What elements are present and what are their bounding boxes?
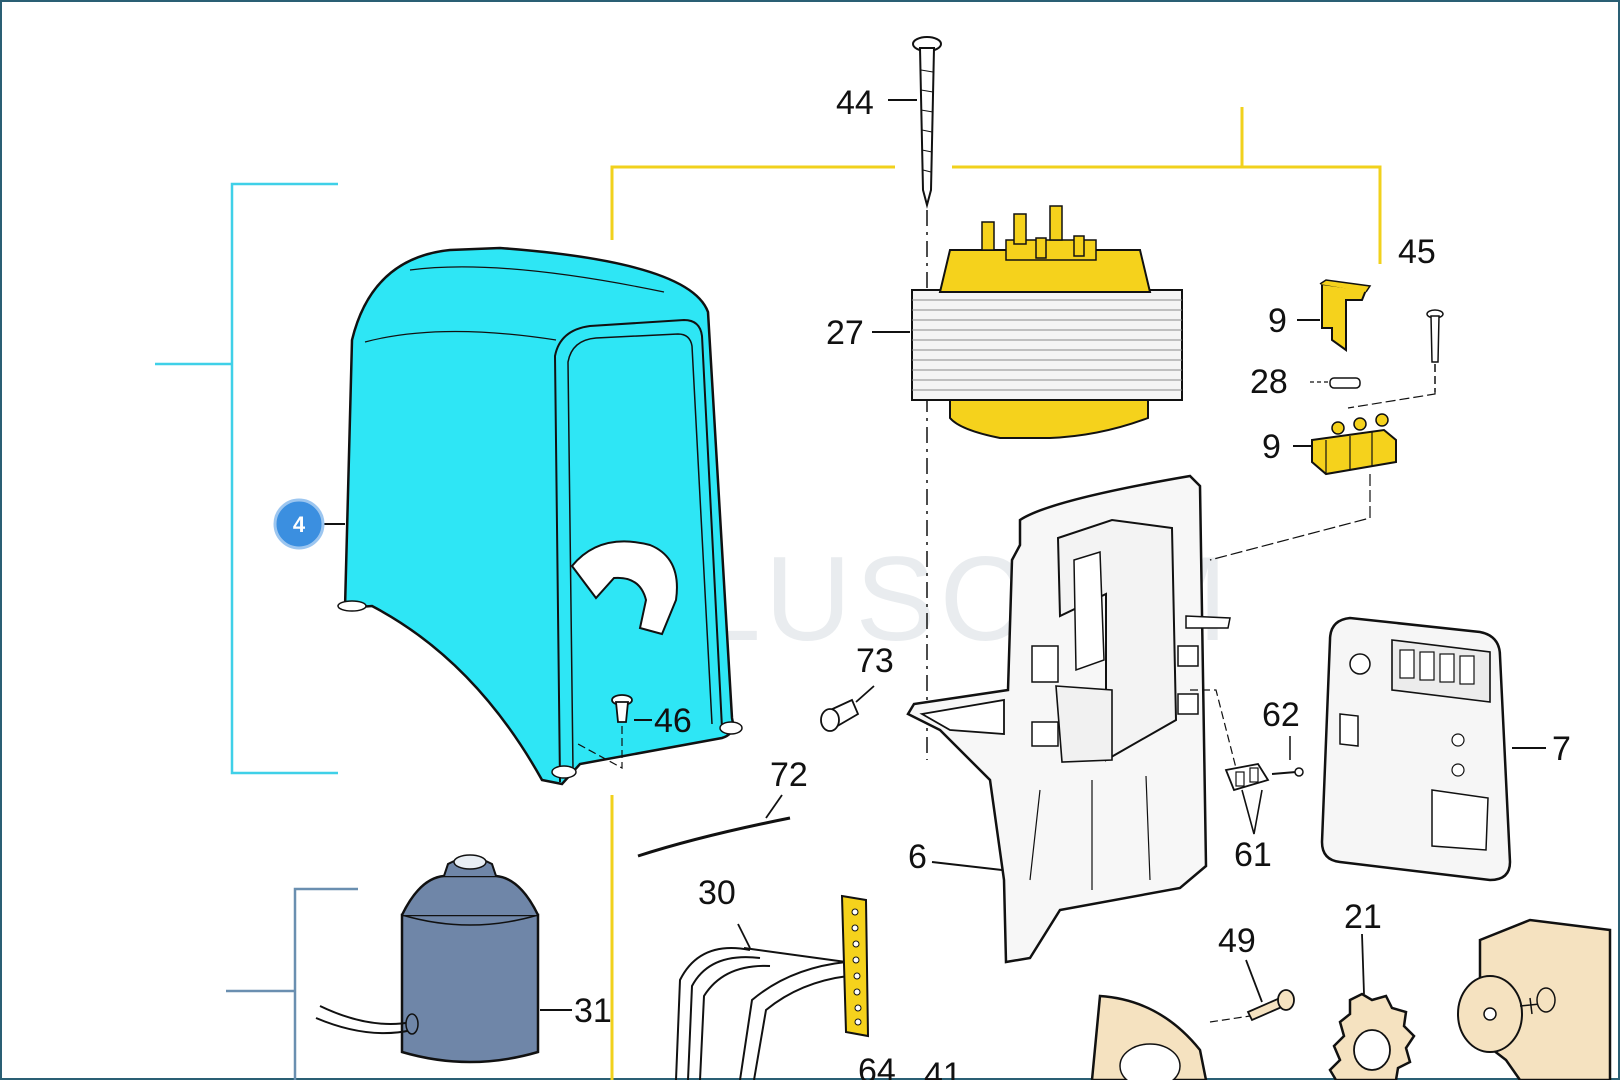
label-44[interactable]: 44 xyxy=(836,84,874,122)
wire-72[interactable] xyxy=(637,816,791,861)
motor-31[interactable] xyxy=(315,854,540,1064)
bracket-6[interactable] xyxy=(906,474,1231,964)
plug-73[interactable] xyxy=(820,698,860,732)
steel-group-bracket xyxy=(226,887,358,1080)
label-21[interactable]: 21 xyxy=(1344,898,1382,936)
label-7[interactable]: 7 xyxy=(1552,730,1571,768)
label-30[interactable]: 30 xyxy=(698,874,736,912)
label-28[interactable]: 28 xyxy=(1250,363,1288,401)
control-board-7[interactable] xyxy=(1320,616,1512,882)
leader-73 xyxy=(855,685,875,703)
label-45[interactable]: 45 xyxy=(1398,233,1436,271)
label-49[interactable]: 49 xyxy=(1218,922,1256,960)
wire-harness-30[interactable] xyxy=(675,947,849,1080)
badge-label: 4 xyxy=(293,512,306,537)
terminal-strip-64[interactable] xyxy=(840,894,870,1038)
yellow-group-bracket xyxy=(610,107,1382,1080)
leader-6 xyxy=(931,861,1003,871)
gear-housing-right[interactable] xyxy=(1457,918,1612,1080)
label-73[interactable]: 73 xyxy=(856,642,894,680)
leader-49 xyxy=(1245,959,1263,1003)
label-64[interactable]: 64 xyxy=(858,1052,896,1080)
fuse-28[interactable] xyxy=(1329,377,1361,389)
label-61[interactable]: 61 xyxy=(1234,836,1272,874)
label-31[interactable]: 31 xyxy=(574,992,612,1030)
bolt-49[interactable] xyxy=(1246,989,1295,1022)
label-46[interactable]: 46 xyxy=(654,702,692,740)
label-6[interactable]: 6 xyxy=(908,838,927,876)
screw-46[interactable] xyxy=(611,694,633,723)
label-27[interactable]: 27 xyxy=(826,314,864,352)
connector-61[interactable] xyxy=(1224,763,1270,792)
screw-45[interactable] xyxy=(1426,309,1444,363)
label-72[interactable]: 72 xyxy=(770,756,808,794)
transformer-27[interactable] xyxy=(911,205,1183,439)
gear-housing-left[interactable] xyxy=(1090,994,1208,1080)
label-9-clip[interactable]: 9 xyxy=(1268,302,1287,340)
label-41[interactable]: 41 xyxy=(924,1056,962,1080)
label-62[interactable]: 62 xyxy=(1262,696,1300,734)
part-labels: 44 27 45 9 28 9 73 46 72 62 7 61 6 30 31… xyxy=(574,84,1571,1080)
cyan-group-bracket xyxy=(155,182,338,775)
leader-72 xyxy=(765,794,783,819)
clip-9[interactable] xyxy=(1319,279,1372,352)
label-9-terminal[interactable]: 9 xyxy=(1262,428,1281,466)
leader-30 xyxy=(737,923,751,949)
badge-4[interactable]: 4 xyxy=(273,498,345,550)
leader-61 xyxy=(1241,789,1263,835)
screw-44[interactable] xyxy=(912,36,942,209)
screw-62[interactable] xyxy=(1271,767,1304,777)
terminal-block-9[interactable] xyxy=(1311,413,1397,476)
gear-21[interactable] xyxy=(1328,992,1416,1080)
leader-21 xyxy=(1361,933,1365,995)
leader-45 xyxy=(1347,392,1436,409)
cover-part[interactable] xyxy=(337,246,743,786)
